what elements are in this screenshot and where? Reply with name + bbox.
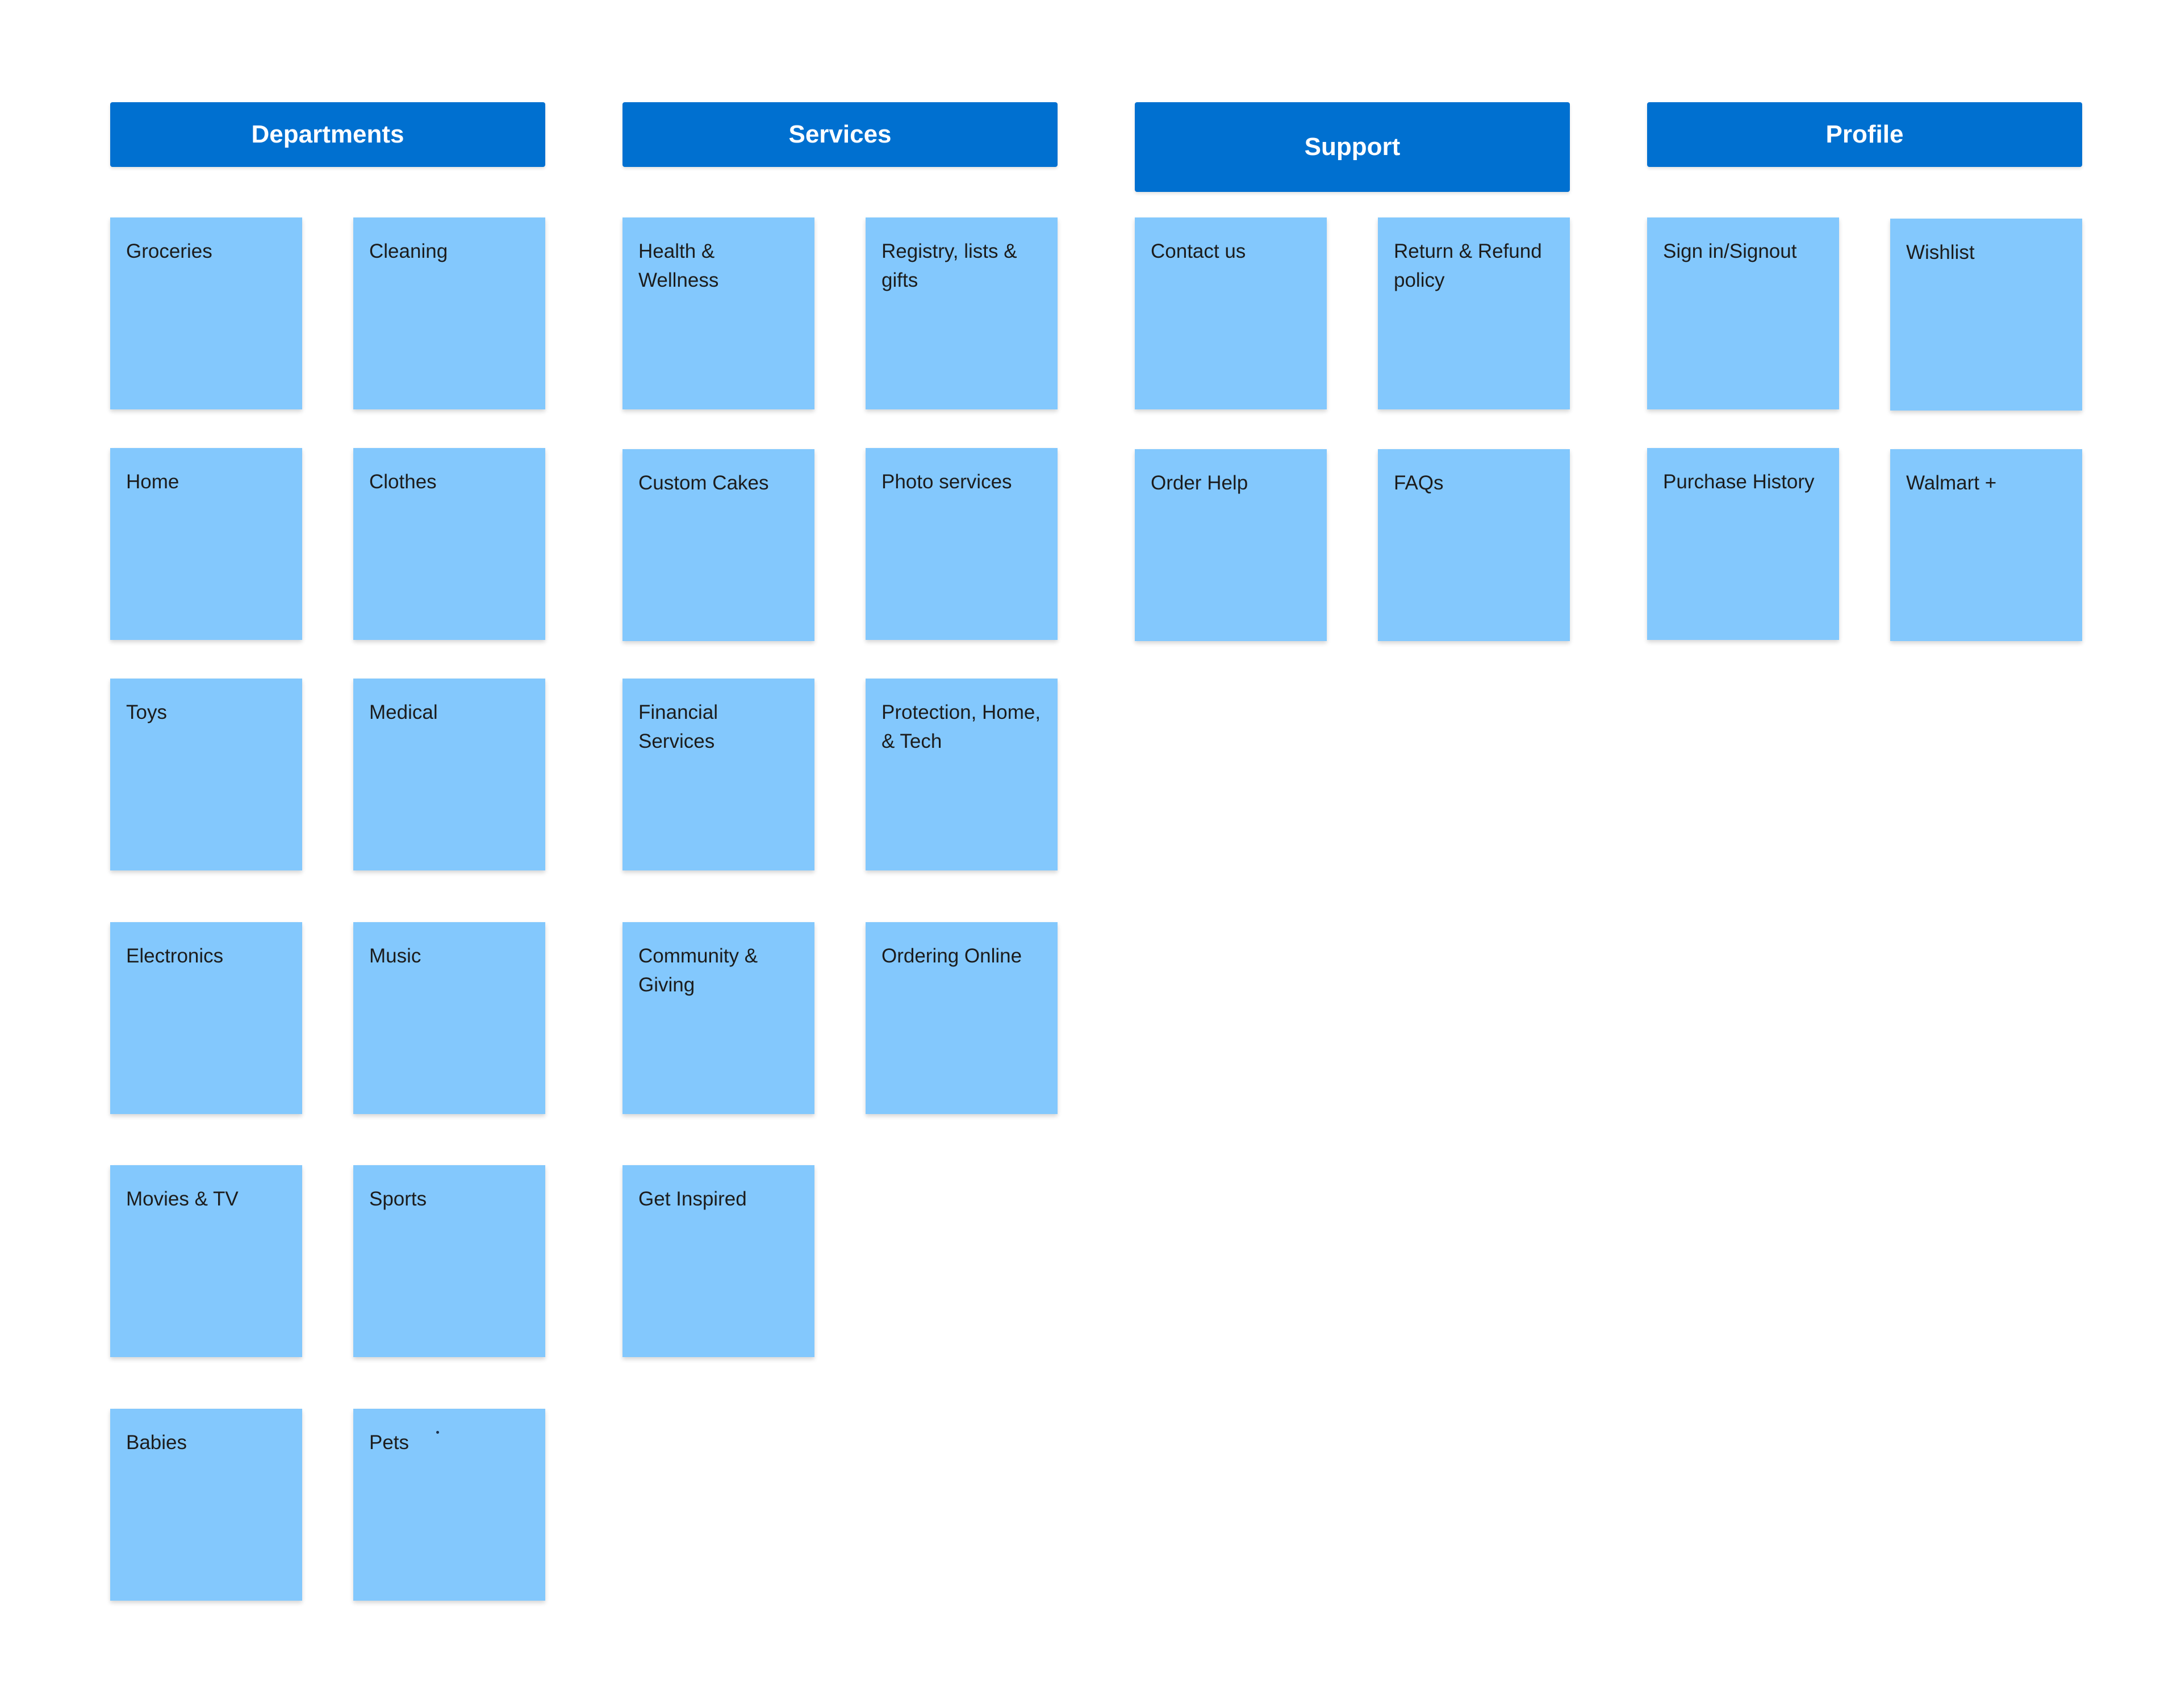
sticky-note[interactable]: Purchase History	[1647, 448, 1839, 640]
sticky-note[interactable]: Get Inspired	[622, 1165, 814, 1357]
sticky-note[interactable]: Custom Cakes	[622, 449, 814, 641]
sticky-note[interactable]: Return & Refund policy	[1378, 217, 1570, 409]
sticky-note[interactable]: Financial Services	[622, 679, 814, 870]
sticky-note[interactable]: Clothes	[353, 448, 545, 640]
column-header-departments: Departments	[110, 102, 545, 167]
column-header-profile: Profile	[1647, 102, 2082, 167]
sticky-note[interactable]: Groceries	[110, 217, 302, 409]
sticky-note[interactable]: Medical	[353, 679, 545, 870]
sticky-note[interactable]: Pets	[353, 1409, 545, 1601]
sticky-note[interactable]: Health & Wellness	[622, 217, 814, 409]
sticky-note[interactable]: Ordering Online	[866, 922, 1058, 1114]
sticky-note[interactable]: Photo services	[866, 448, 1058, 640]
sticky-note[interactable]: Toys	[110, 679, 302, 870]
sticky-note[interactable]: Wishlist	[1890, 219, 2082, 411]
stray-mark	[436, 1431, 439, 1434]
sticky-note[interactable]: Music	[353, 922, 545, 1114]
sticky-note[interactable]: Sign in/Signout	[1647, 217, 1839, 409]
sticky-note[interactable]: Babies	[110, 1409, 302, 1601]
column-header-services: Services	[622, 102, 1058, 167]
sticky-note[interactable]: Protection, Home, & Tech	[866, 679, 1058, 870]
sticky-note[interactable]: Cleaning	[353, 217, 545, 409]
sticky-note[interactable]: Community & Giving	[622, 922, 814, 1114]
sticky-note[interactable]: Electronics	[110, 922, 302, 1114]
column-header-support: Support	[1135, 102, 1570, 192]
sticky-note[interactable]: Sports	[353, 1165, 545, 1357]
sticky-note[interactable]: Home	[110, 448, 302, 640]
sticky-note[interactable]: Contact us	[1135, 217, 1327, 409]
sticky-note[interactable]: Registry, lists & gifts	[866, 217, 1058, 409]
sticky-note[interactable]: Order Help	[1135, 449, 1327, 641]
sticky-note[interactable]: FAQs	[1378, 449, 1570, 641]
sticky-note[interactable]: Walmart +	[1890, 449, 2082, 641]
sticky-note[interactable]: Movies & TV	[110, 1165, 302, 1357]
